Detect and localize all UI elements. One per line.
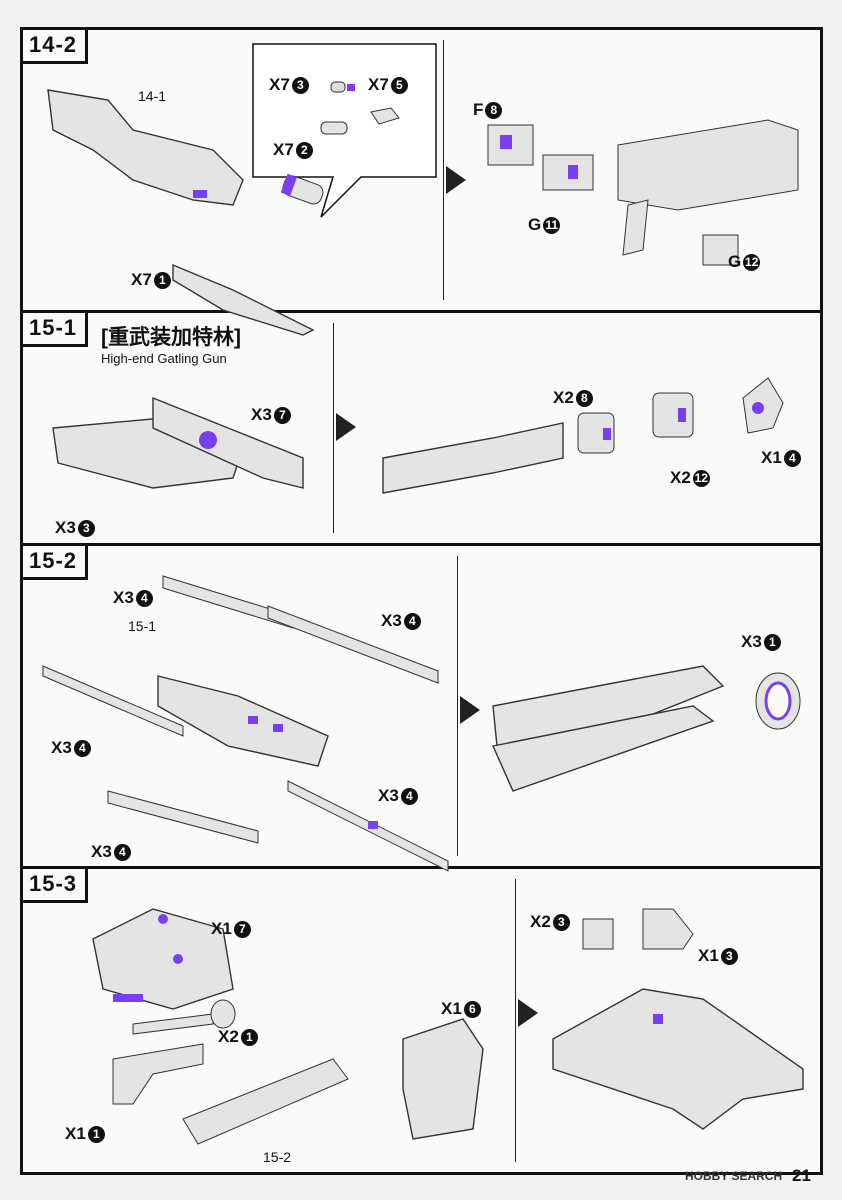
divider <box>443 40 444 300</box>
divider <box>515 879 516 1162</box>
step-arrow <box>460 696 480 724</box>
divider <box>333 323 334 533</box>
ref-label: 14-1 <box>138 88 167 104</box>
section-heading-en: High-end Gatling Gun <box>101 351 227 366</box>
step-arrow <box>518 999 538 1027</box>
rifle-part <box>47 89 324 336</box>
watermark: HOBBY SEARCH <box>685 1169 783 1183</box>
step-number: 15-1 <box>23 313 89 347</box>
step-number: 15-2 <box>23 546 89 580</box>
final-gun-assembly <box>552 908 804 1130</box>
step-number: 14-2 <box>23 30 89 64</box>
barrel-parts <box>382 377 784 494</box>
section-heading-cn: [重武装加特林] <box>101 326 241 349</box>
step-number: 15-3 <box>23 869 89 903</box>
gun-body-part <box>52 396 304 489</box>
ref-label: 15-2 <box>263 1149 292 1165</box>
step-arrow <box>336 413 356 441</box>
grip-parts <box>487 119 799 266</box>
page-number: 21 <box>792 1166 811 1185</box>
ref-label: 15-1 <box>128 618 157 634</box>
gun-housing-parts <box>92 908 484 1145</box>
step-arrow <box>446 166 466 194</box>
assembled-gun <box>492 665 801 792</box>
divider <box>457 556 458 856</box>
gun-assembly-parts <box>42 575 449 872</box>
